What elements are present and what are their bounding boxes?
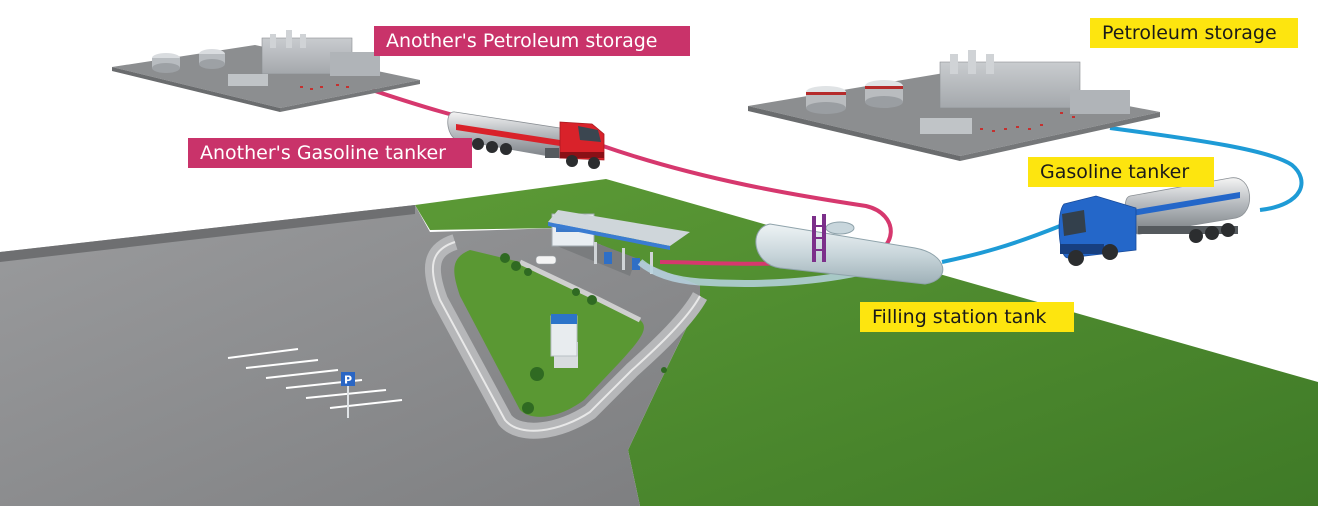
filling-station xyxy=(535,210,690,276)
blue-pipe-storage-to-tanker xyxy=(1109,126,1304,212)
green-island xyxy=(454,250,644,417)
bushes xyxy=(500,253,667,414)
filling-station-tank xyxy=(755,214,944,285)
island-curb xyxy=(432,241,701,432)
another-gasoline-tanker-truck xyxy=(447,111,605,169)
asphalt-edge xyxy=(0,205,415,262)
another-petroleum-storage-plant xyxy=(112,30,420,112)
grass-field xyxy=(415,179,1318,506)
transparent-pipe-tank-to-station xyxy=(637,259,871,287)
gasoline-tanker-truck xyxy=(1058,177,1250,266)
pink-pipe-tanker-to-tank xyxy=(599,143,893,266)
petroleum-storage-plant xyxy=(748,50,1160,161)
price-pylon-top xyxy=(551,314,577,324)
parking-sign-plate xyxy=(341,372,355,386)
parking-lines xyxy=(227,348,403,409)
label-petroleum-storage: Petroleum storage xyxy=(1090,18,1298,48)
label-another-gasoline-tanker: Another's Gasoline tanker xyxy=(188,138,472,168)
label-gasoline-tanker: Gasoline tanker xyxy=(1028,157,1214,187)
blue-pipe-tanker-to-tank xyxy=(941,224,1061,264)
label-another-petroleum-storage: Another's Petroleum storage xyxy=(374,26,690,56)
label-filling-station-tank: Filling station tank xyxy=(860,302,1074,332)
parking-sign-letter: P xyxy=(344,374,352,387)
island-walkway xyxy=(518,259,642,323)
